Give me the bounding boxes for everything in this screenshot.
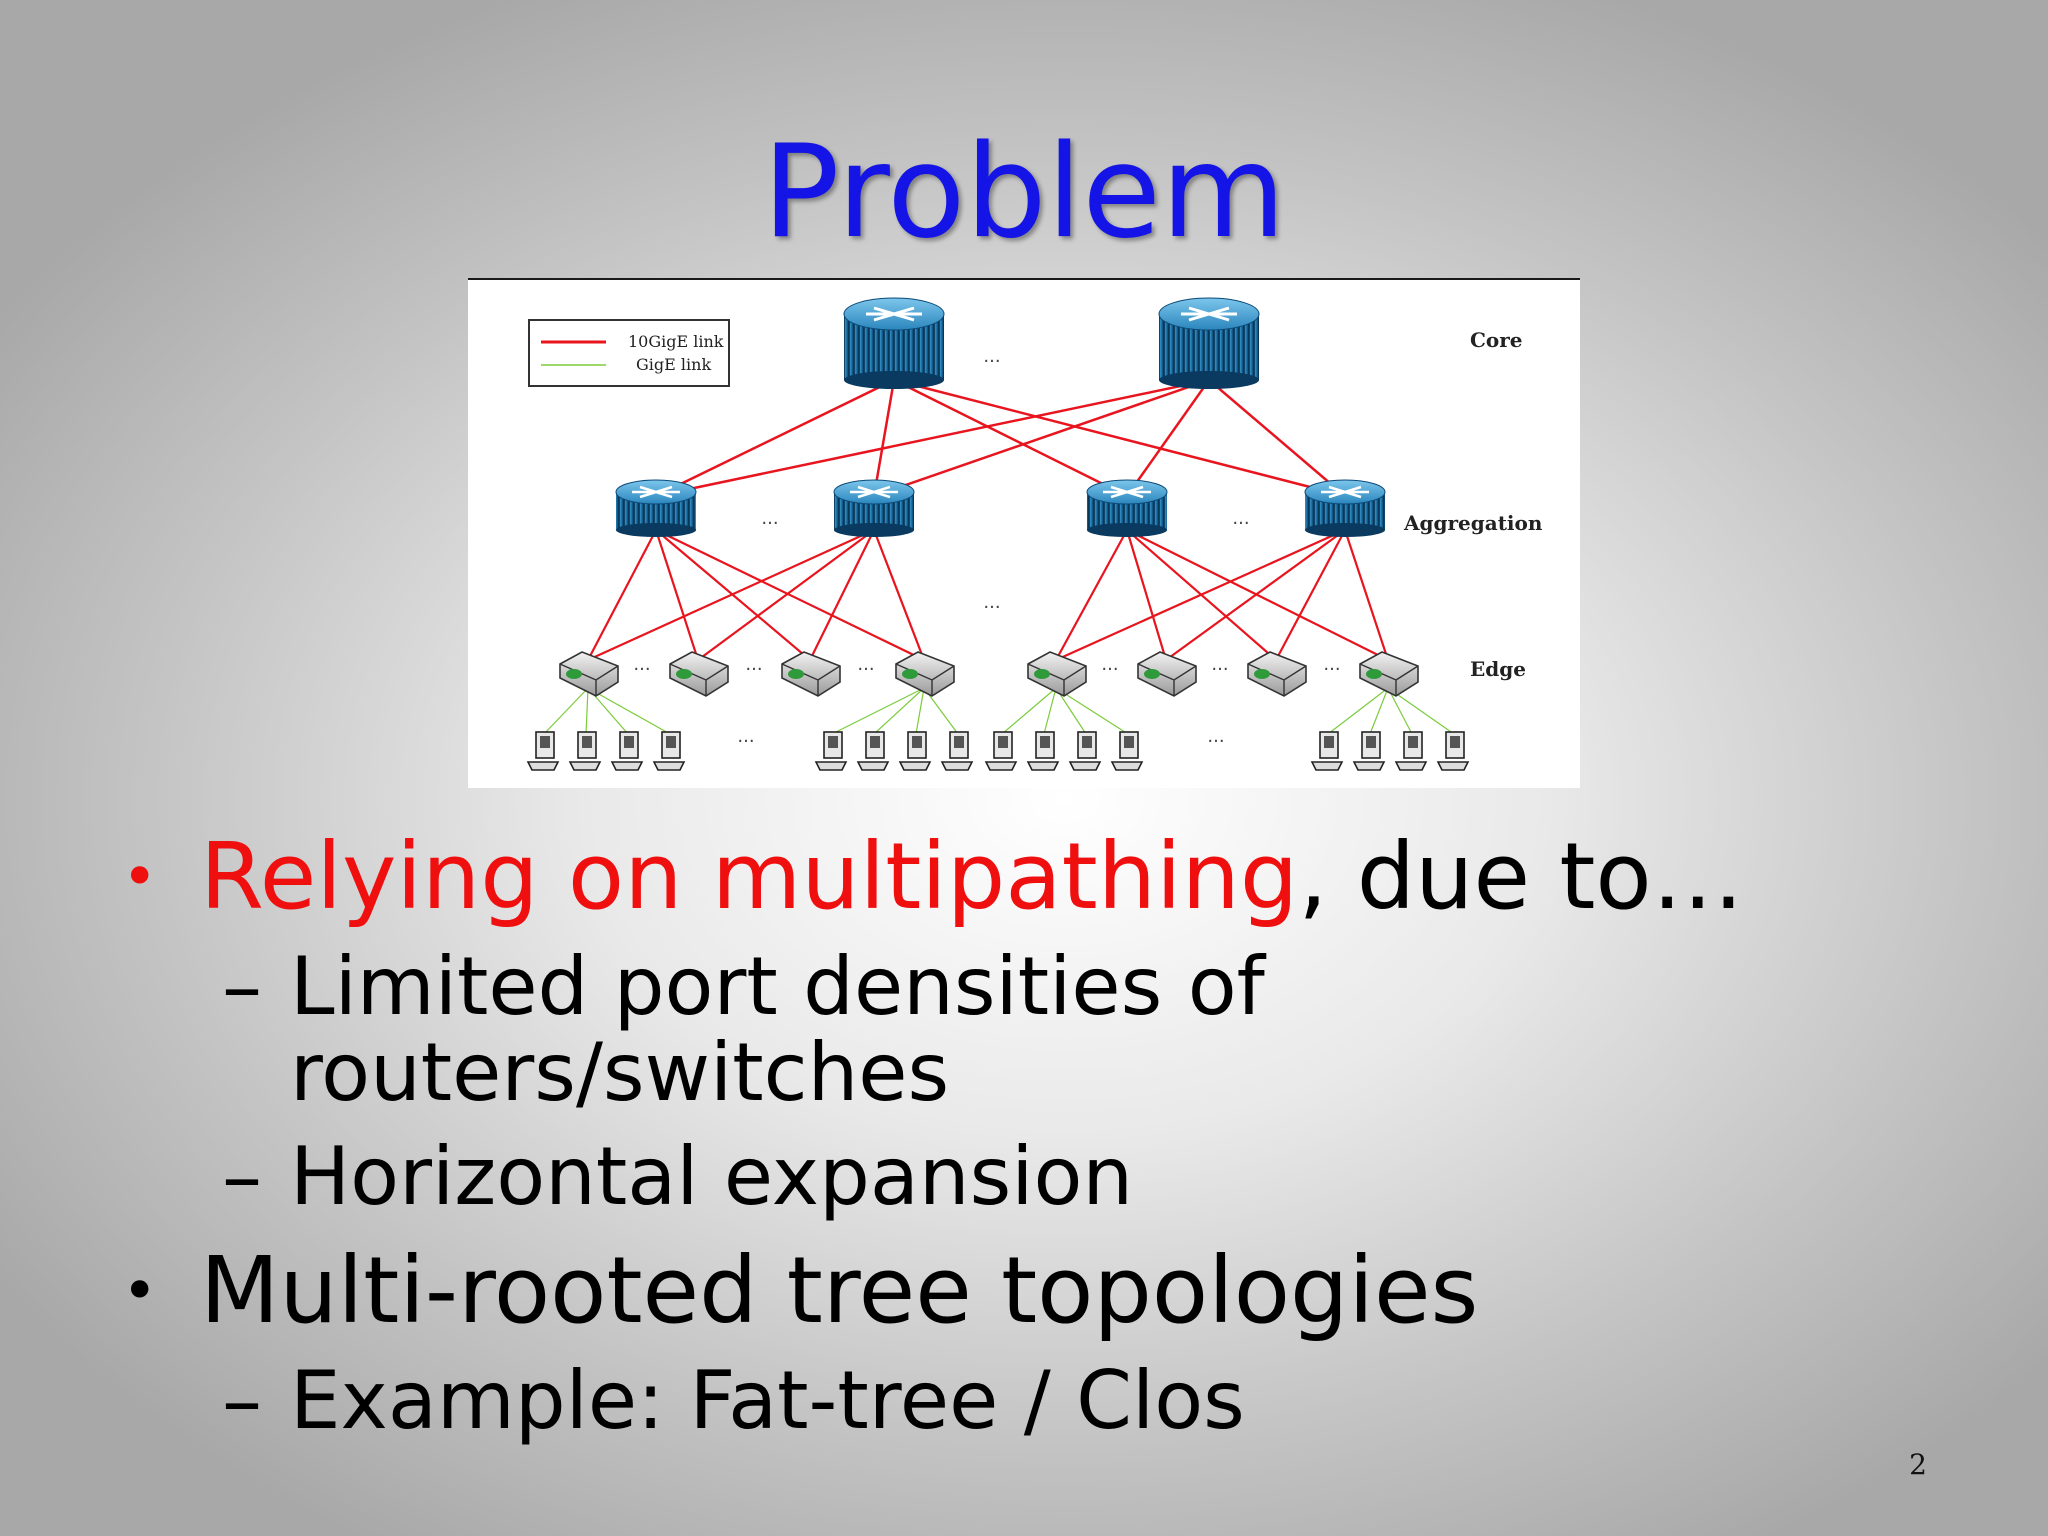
core-ellipsis: ... [983,346,1000,367]
edge-switch-icon [1028,652,1086,696]
server-icon [654,732,684,770]
link-10gige [810,530,874,660]
aggregation-ellipsis: ... [1232,508,1249,529]
sub-bullet-2-1: –Example: Fat-tree / Clos [290,1358,1245,1444]
edge-switch-icon [896,652,954,696]
sub-bullet-1-1: –Limited port densities of [290,944,1265,1030]
link-gige [1002,688,1056,734]
sub-bullet-2-1-text: Example: Fat-tree / Clos [290,1354,1245,1447]
link-10gige [1345,530,1388,660]
link-10gige [656,530,924,660]
core-router-icon [844,298,944,389]
edge-ellipsis: ... [857,654,874,675]
edge-switch-icon [560,652,618,696]
link-gige [832,688,924,734]
sub-bullet-1-1-text: Limited port densities of [290,940,1265,1033]
server-icon [1112,732,1142,770]
aggregation-router-icon [1087,480,1167,537]
server-icon [1070,732,1100,770]
edge-switch-icon [670,652,728,696]
sub-bullet-1-2-text: Horizontal expansion [290,1130,1133,1223]
link-10gige [588,530,656,660]
aggregation-router-icon [616,480,696,537]
edge-ellipsis: ... [1101,654,1118,675]
edge-switch-icon [1138,652,1196,696]
link-gige [586,688,588,734]
bullet-1-text: , due to… [1298,823,1743,930]
sub-bullet-marker: – [222,1134,262,1220]
sub-bullet-1-1-continued: routers/switches [290,1030,949,1116]
edge-switch-icon [782,652,840,696]
server-icon [528,732,558,770]
link-10gige [1127,530,1388,660]
slide-title: Problem [0,118,2048,268]
edge-ellipsis: ... [1323,654,1340,675]
legend: 10GigE link GigE link [529,320,729,386]
legend-label-10gige: 10GigE link [628,332,724,351]
aggregation-ellipsis: ... [761,508,778,529]
sub-bullet-1-2: –Horizontal expansion [290,1134,1133,1220]
server-icon [1354,732,1384,770]
server-icon [1028,732,1058,770]
aggregation-router-icon [1305,480,1385,537]
link-10gige [1166,530,1345,660]
link-gige [874,688,924,734]
link-10gige [656,530,698,660]
core-router-icon [1159,298,1259,389]
server-icon [1438,732,1468,770]
pod-ellipsis: ... [983,592,1000,613]
link-10gige [1276,530,1345,660]
bullet-2: •Multi-rooted tree topologies [200,1236,1478,1346]
link-10gige [874,380,894,496]
sub-bullet-marker: – [222,944,262,1030]
link-10gige [1056,530,1345,660]
link-10gige [1056,530,1127,660]
edge-layer-label: Edge [1470,657,1526,681]
server-icon [858,732,888,770]
server-icon [1396,732,1426,770]
legend-box [529,320,729,386]
bullet-1-highlight: Relying on multipathing [200,823,1298,930]
bullet-2-text: Multi-rooted tree topologies [200,1237,1478,1344]
server-icon [986,732,1016,770]
sub-bullet-marker: – [222,1358,262,1444]
edge-switch-icon [1248,652,1306,696]
link-gige [544,688,588,734]
network-topology-svg: 10GigE link GigE link Core Aggregation E… [468,280,1580,788]
server-icon [942,732,972,770]
link-gige [1388,688,1412,734]
bullet-1: •Relying on multipathing, due to… [200,822,1744,932]
bullet-marker: • [122,822,157,932]
edge-ellipsis: ... [633,654,650,675]
aggregation-layer-label: Aggregation [1403,511,1543,535]
edge-ellipsis: ... [745,654,762,675]
link-10gige [1127,530,1166,660]
edge-switch-icon [1360,652,1418,696]
link-gige [1044,688,1056,734]
server-icon [1312,732,1342,770]
legend-label-gige: GigE link [636,355,711,374]
bullet-marker: • [122,1236,157,1346]
edge-ellipsis: ... [1211,654,1228,675]
page-number: 2 [1898,1448,1938,1481]
link-10gige [588,530,874,660]
server-ellipsis: ... [737,726,754,747]
fat-tree-diagram: 10GigE link GigE link Core Aggregation E… [468,278,1580,788]
link-10gige [656,380,894,496]
server-icon [816,732,846,770]
core-layer-label: Core [1470,328,1523,352]
link-10gige [874,380,1209,496]
link-gige [588,688,670,734]
server-ellipsis: ... [1207,726,1224,747]
server-icon [900,732,930,770]
sub-bullet-1-1-text-line2: routers/switches [290,1026,949,1119]
server-icon [570,732,600,770]
aggregation-router-icon [834,480,914,537]
link-10gige [656,380,1209,496]
server-icon [612,732,642,770]
link-10gige [1127,380,1209,496]
